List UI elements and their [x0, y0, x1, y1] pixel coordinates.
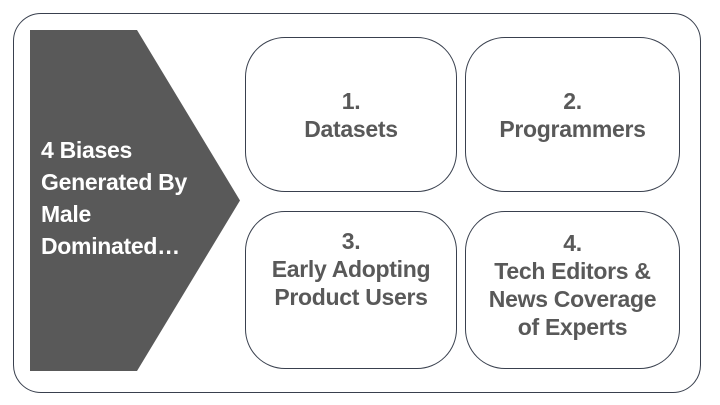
box-label: Datasets	[304, 115, 398, 142]
box-early-adopting-product-users: 3. Early Adopting Product Users	[245, 211, 457, 369]
box-programmers: 2. Programmers	[465, 37, 680, 192]
arrow-title: 4 Biases Generated By Male Dominated…	[41, 137, 187, 259]
box-datasets: 1. Datasets	[245, 37, 457, 192]
box-label: Programmers	[499, 115, 646, 142]
slide-border	[13, 13, 701, 393]
box-number: 1.	[341, 87, 361, 114]
box-number: 4.	[563, 230, 582, 256]
box-tech-editors-news-coverage: 4. Tech Editors & News Coverage of Exper…	[465, 211, 680, 369]
arrow-icon	[30, 30, 240, 371]
box-number: 2.	[563, 87, 582, 114]
box-label: Tech Editors & News Coverage of Experts	[488, 258, 657, 340]
box-number: 3.	[341, 228, 361, 254]
arrow-shape	[30, 30, 240, 371]
box-label: Early Adopting Product Users	[271, 256, 431, 310]
